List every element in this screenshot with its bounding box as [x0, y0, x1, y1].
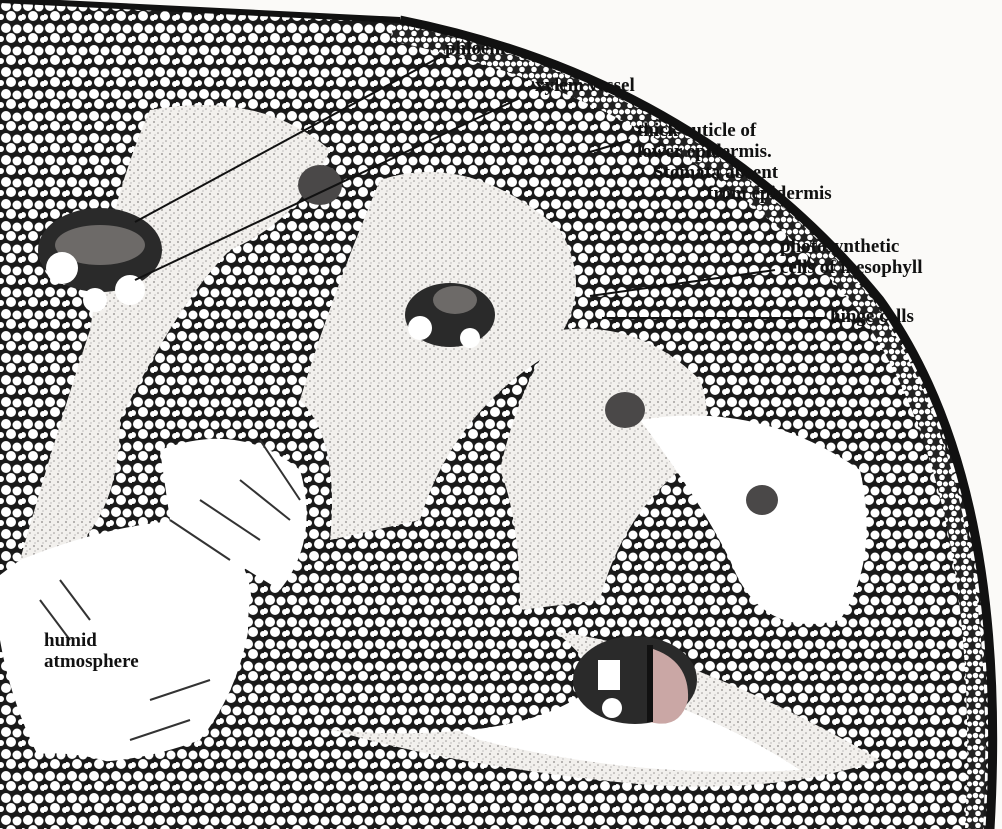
vascular-bundle-6 [573, 636, 697, 724]
hinge-cells-label: hinge cells [830, 306, 914, 327]
humid-line-2: atmosphere [44, 651, 139, 672]
hinge-cells-text: hinge cells [830, 306, 914, 327]
vascular-bundle-5 [746, 485, 778, 515]
xylem-vessel-text: xylem vessel [535, 75, 635, 96]
cuticle-line-1: thick cuticle of [637, 120, 832, 141]
humid-atmosphere-label: humid atmosphere [44, 630, 139, 672]
phloem-label: phloem [445, 38, 505, 59]
cuticle-line-4: from epidermis [637, 183, 832, 204]
xylem-vessel-label: xylem vessel [535, 75, 635, 96]
photosynthetic-label: photosynthetic cells of mesophyll [780, 236, 923, 278]
cuticle-label: thick cuticle of lower epidermis. Stomat… [637, 120, 832, 204]
phloem-text: phloem [445, 38, 505, 59]
cuticle-line-3: Stomata absent [637, 162, 832, 183]
photosynthetic-line-1: photosynthetic [780, 236, 923, 257]
cuticle-line-2: lower epidermis. [637, 141, 832, 162]
humid-line-1: humid [44, 630, 139, 651]
photosynthetic-line-2: cells of mesophyll [780, 257, 923, 278]
vascular-bundle-4 [605, 392, 645, 428]
